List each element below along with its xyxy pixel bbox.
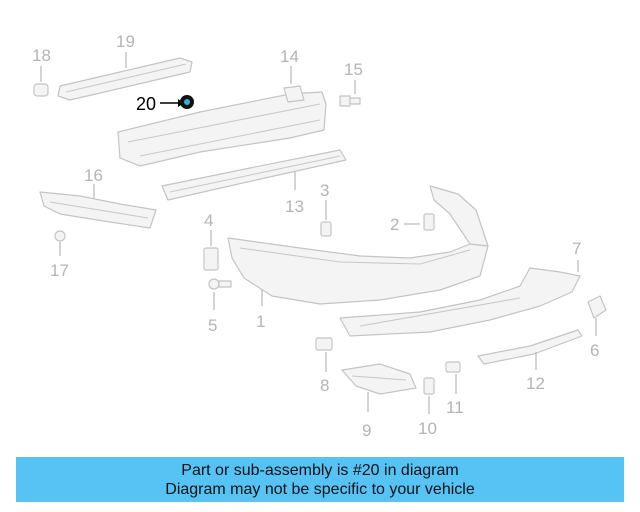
part-4-bracket: [203, 230, 219, 271]
callout-6: 6: [590, 341, 599, 360]
part-18-clip: [33, 66, 49, 97]
part-14-reinforcement-beam: [117, 66, 327, 167]
callout-17: 17: [50, 261, 69, 280]
callout-16: 16: [84, 166, 103, 185]
callout-20: 20: [136, 94, 156, 114]
callout-1: 1: [256, 312, 265, 331]
part-15-bolt: [339, 80, 361, 107]
part-9-lower-cover: [341, 363, 417, 412]
callout-4: 4: [204, 211, 213, 230]
part-20-nut-highlighted: [160, 95, 194, 109]
callout-12: 12: [526, 374, 545, 393]
part-8-small-bracket: [315, 337, 333, 372]
callout-15: 15: [344, 60, 363, 79]
part-12-trim-strip: [477, 329, 583, 370]
banner-line-part: Part or sub-assembly is #20 in diagram: [181, 461, 459, 479]
part-6-side-clip: [587, 295, 607, 336]
part-5-screw: [208, 278, 232, 310]
part-19-upper-bracket: [57, 52, 193, 101]
callout-9: 9: [362, 421, 371, 440]
part-3-fastener: [320, 200, 332, 237]
callout-2: 2: [390, 215, 399, 234]
part-2-retainer: [404, 213, 435, 231]
callout-3: 3: [320, 181, 329, 200]
callout-10: 10: [418, 419, 437, 438]
callout-5: 5: [208, 316, 217, 335]
part-1-bumper-cover: [227, 185, 489, 306]
info-banner: Part or sub-assembly is #20 in diagram D…: [16, 457, 624, 502]
part-16-side-bracket: [39, 184, 157, 229]
part-13-absorber: [161, 149, 347, 201]
callout-14: 14: [280, 47, 299, 66]
callout-7: 7: [572, 239, 581, 258]
callout-19: 19: [116, 32, 135, 51]
callout-18: 18: [32, 46, 51, 65]
callout-8: 8: [320, 376, 329, 395]
banner-line-disclaimer: Diagram may not be specific to your vehi…: [165, 480, 475, 498]
part-10-push-pin: [423, 377, 435, 414]
parts-diagram: 19 18 14 15 20 16 3 13 2 4 7 17 1 5 6 8 …: [32, 32, 607, 440]
callout-11: 11: [446, 398, 464, 417]
part-17-push-clip: [54, 230, 66, 256]
callout-13: 13: [285, 197, 304, 216]
part-11-clip: [445, 361, 461, 394]
part-7-lower-valance: [339, 260, 581, 337]
